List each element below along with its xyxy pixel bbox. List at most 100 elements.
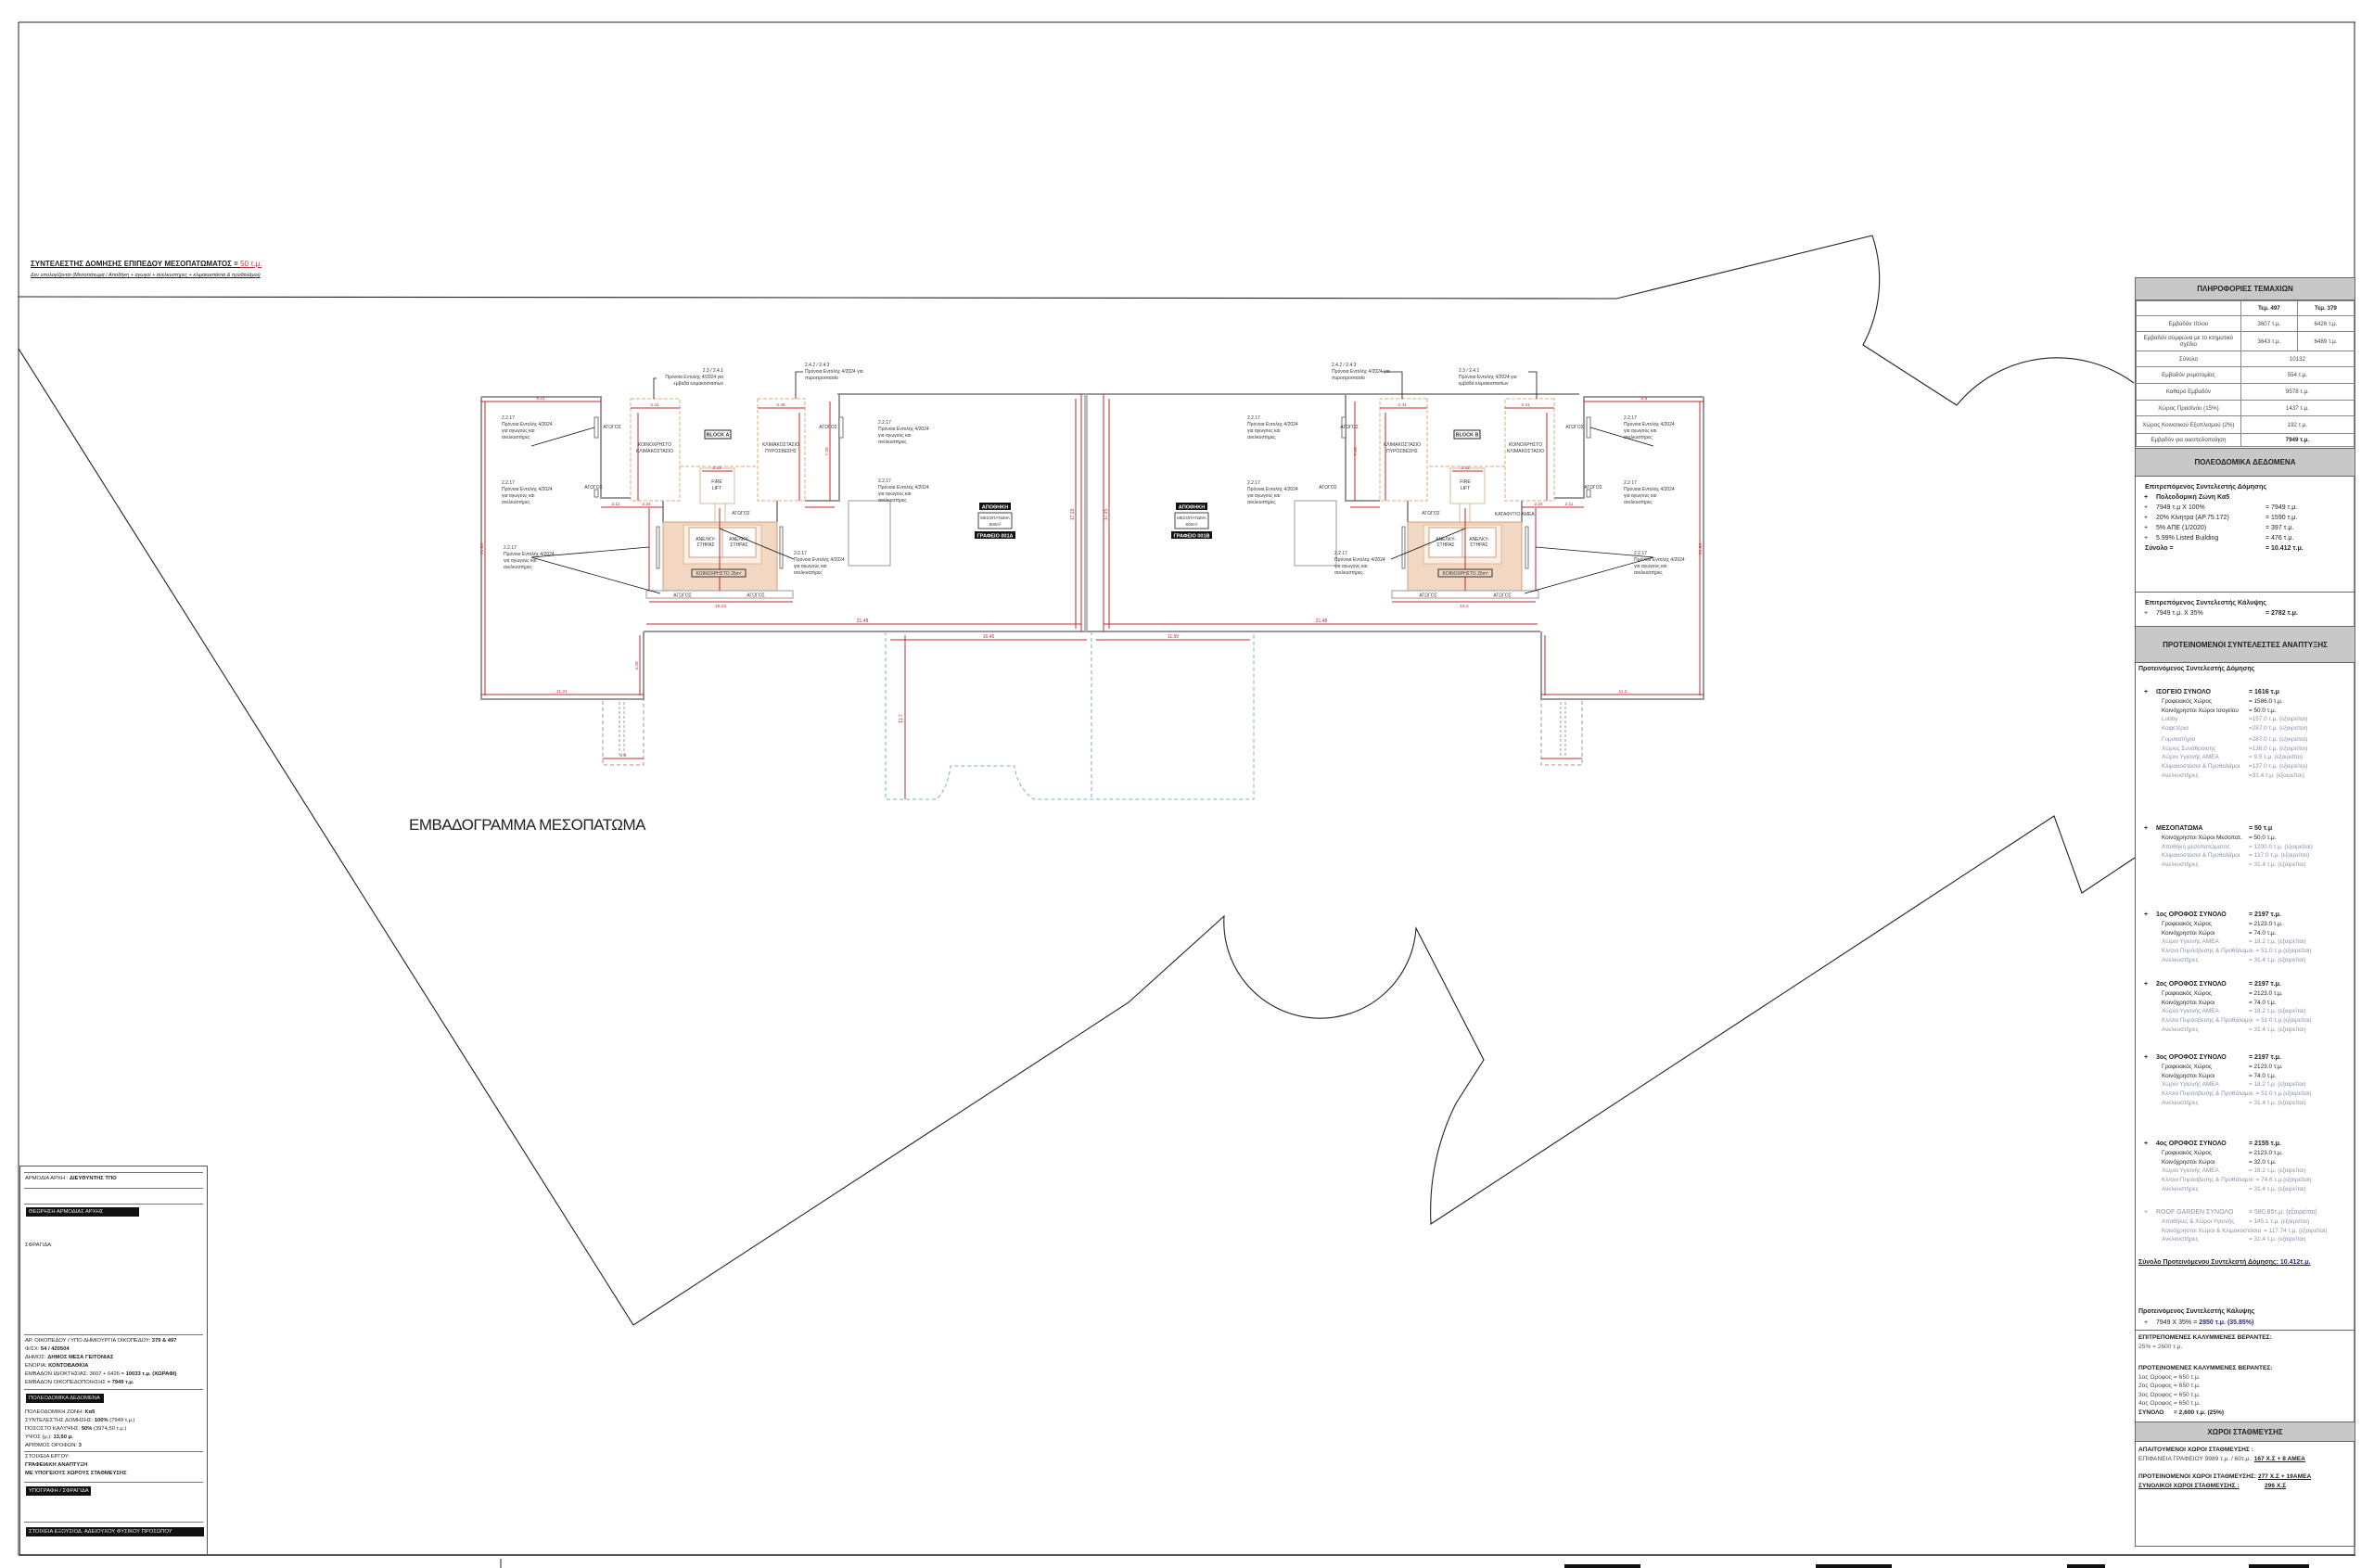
fire-lift-label: LIFT — [1461, 486, 1470, 491]
dimension-label: 4.25 — [634, 661, 640, 670]
area-item: Ανελκυστήρες= 31.4 τ.μ. (εξαιρείται) — [2136, 956, 2355, 965]
proposed-total: Σύνολο Προτεινόμενου Συντελεστή Δόμησης:… — [2136, 1259, 2355, 1266]
zoning-row: +20% Κίνητρα (ΑΡ.75.172)= 1590 τ.μ. — [2136, 513, 2355, 523]
group-title: 3ος ΟΡΟΦΟΣ ΣΥΝΟΛΟ — [2156, 1054, 2227, 1061]
area-item: Κλ/σιο Πυρόσβεσης & Προθάλαμοι= 51.0 τ.μ… — [2136, 1090, 2355, 1099]
mezzanine-label-a: ΜΕΣΟΠΑΤΩΜΑ — [980, 516, 1010, 520]
bullet-icon: + — [2143, 981, 2149, 988]
row-value: = 476 τ.μ. — [2266, 535, 2294, 542]
group-title: ΙΣΟΓΕΙΟ ΣΥΝΟΛΟ — [2156, 689, 2211, 695]
municipality-label: ΔΗΜΟΣ: — [25, 1355, 48, 1360]
annotation-text: για αγωγούς και — [878, 432, 911, 439]
duct-label: ΑΓΩΓΟΣ — [603, 425, 621, 430]
item-value: = 32.0 τ.μ. — [2249, 1158, 2277, 1166]
dimension-label: 2.11 — [1565, 502, 1574, 507]
area-item: Χώροι Υγιεινής ΑΜΕΑ= 9.5 τ.μ. (εξαιρείτα… — [2136, 753, 2355, 762]
duct-label: ΑΓΩΓΟΣ — [673, 593, 692, 599]
section-title: Προτεινόμενος Συντελεστής Κάλυψης — [2138, 1308, 2255, 1315]
item-label: Ανελκυστήρες — [2162, 1236, 2199, 1243]
annotation-text: για αγωγούς και — [504, 557, 536, 564]
zone-label: Πολεοδομική Ζώνη Κα5 — [2156, 494, 2230, 501]
item-value: = 2123.0 τ.μ. — [2249, 1150, 2283, 1156]
veranda-row: 3ος Οροφος= 650 τ.μ. — [2138, 1391, 2355, 1400]
area-item: Χώροι Υγιεινής ΑΜΕΑ= 18.2 τ.μ. (εξαιρείτ… — [2136, 937, 2355, 947]
annotation-text: πυροπροστασία — [1332, 376, 1365, 381]
area-item: Γραφειακός Χώρος= 2123.0 τ.μ. — [2136, 1063, 2355, 1072]
annotation-text: ανελκυστήρες — [1247, 434, 1276, 440]
annotation-text: για αγωγούς και — [1334, 563, 1367, 569]
owner-bar: ΣΤΟΙΧΕΙΑ ΕΞΟΥΣΙΟΔ. ΑΔΕΙΟΥΧΟΥ ΦΥΣΙΚΟΥ ΠΡΟ… — [26, 1527, 204, 1536]
item-value: = 1586.0 τ.μ. — [2249, 698, 2283, 705]
bullet-icon: + — [2143, 515, 2149, 521]
annotation-text: Πρόνοια Εντολής 4/2024 — [878, 484, 929, 491]
annotation-text: για αγωγούς και — [502, 427, 534, 434]
item-label: Γραφειακός Χώρος — [2162, 1064, 2213, 1070]
plot-label: ΑΡ. ΟΙΚΟΠΕΔΟΥ / ΥΠΟ ΔΗΜΙΟΥΡΓΙΑ ΟΙΚΟΠΕΔΟΥ… — [25, 1338, 152, 1344]
group-value: = 2197 τ.μ. — [2249, 1054, 2281, 1061]
row-label: 2ος Οροφος — [2138, 1383, 2173, 1389]
item-value: =137.0 τ.μ. (εξαιρείται) — [2249, 762, 2308, 770]
total-label: ΣΥΝΟΛΙΚΟΙ ΧΩΡΟΙ ΣΤΑΘΜΕΥΣΗΣ : — [2138, 1482, 2240, 1489]
item-label: Γυμναστήριο — [2162, 735, 2196, 743]
approval-bar: ΘΕΩΡΗΣΗ ΑΡΜΟΔΙΑΣ ΑΡΧΗΣ — [26, 1207, 139, 1217]
cell: 6489 τ.μ. — [2296, 331, 2355, 351]
item-label: Γραφειακός Χώρος — [2162, 990, 2213, 997]
total-value: = 2,600 τ.μ. (25%) — [2174, 1409, 2225, 1416]
mezzanine-coefficient-note: ΣΥΝΤΕΛΕΣΤΗΣ ΔΟΜΗΣΗΣ ΕΠΙΠΕΔΟΥ ΜΕΣΟΠΑΤΩΜΑΤ… — [31, 254, 262, 278]
bullet-icon: + — [2143, 504, 2149, 511]
mezzanine-area-b: 600m² — [1186, 522, 1198, 527]
item-label: Χώροι Υγιεινής ΑΜΕΑ — [2162, 1167, 2219, 1175]
sheet-value: 54 / 420504 — [40, 1346, 70, 1352]
veranda-row: 1ος Οροφος= 650 τ.μ. — [2138, 1373, 2355, 1383]
duct-label: ΑΓΩΓΟΣ — [747, 593, 765, 599]
req-value: 167 Χ.Σ + 8 ΑΜΕΑ — [2253, 1455, 2305, 1462]
footer-block — [1564, 1564, 1640, 1568]
dimension-label: 7.26 — [1353, 447, 1359, 456]
row-label: Χώρος Πρασίνου (15%) — [2136, 400, 2241, 416]
duct-label: ΑΓΩΓΟΣ — [1493, 593, 1512, 599]
item-label: Ανελκυστήρες — [2162, 1099, 2199, 1106]
total-label: Σύνολο = — [2145, 545, 2174, 552]
dimension-label: 21.83 — [1698, 543, 1704, 555]
lift-label: ΑΝΕΛΚΥ- — [729, 537, 749, 542]
cell: 1437 τ.μ. — [2240, 400, 2355, 416]
area-item: Κοινόχρηστοι Χώροι= 32.0 τ.μ. — [2136, 1158, 2355, 1167]
area-item: Lobby=157.0 τ.μ. (εξαιρείται) — [2136, 715, 2355, 724]
row-value: = 1590 τ.μ. — [2266, 515, 2298, 521]
item-label: Χώροι Υγιεινής ΑΜΕΑ — [2162, 938, 2219, 946]
area-item: Κοινόχρηστοι Χώροι= 74.0 τ.μ. — [2136, 929, 2355, 938]
annotation-text: ανελκυστήρες — [502, 434, 530, 440]
stair-label: ΠΥΡΟΣΒΕΣΗΣ — [1386, 449, 1418, 454]
duct-label: ΑΓΩΓΟΣ — [1565, 425, 1584, 430]
stair-label: ΚΛΙΜΑΚΟΣΤΑΣΙΟ — [762, 442, 799, 448]
area-item: Ανελκυστήρες=31.4 τ.μ. (εξαιρείται) — [2136, 771, 2355, 781]
area-item: Ανελκυστήρες= 31.4 τ.μ. (εξαιρείται) — [2136, 860, 2355, 870]
annotation-text: 2.2.17 — [1634, 551, 1647, 556]
verandas-section: ΕΠΙΤΡΕΠΟΜΕΝΕΣ ΚΑΛΥΜΜΕΝΕΣ ΒΕΡΑΝΤΕΣ: 25% =… — [2136, 1333, 2355, 1417]
cell: 10132 — [2240, 351, 2355, 367]
annotation-text: ανελκυστήρες — [502, 499, 530, 505]
annotation-text: 2.3 / 2.4.1 — [1459, 368, 1479, 374]
owned-area-label: ΕΜΒΑΔΟΝ ΙΔΙΟΚΤΗΣΙΑΣ: 3607 + 6426 = — [25, 1371, 126, 1377]
annotation-text: για αγωγούς και — [1247, 492, 1280, 499]
mezzanine-label-b: ΜΕΣΟΠΑΤΩΜΑ — [1177, 516, 1206, 520]
annotation-text: ανελκυστήρες — [1624, 434, 1653, 440]
item-label: Κλιμακοστάσια & Προθαλάμοι — [2162, 762, 2240, 770]
prop-value: 277 Χ.Σ + 19ΑΜΕΑ — [2257, 1473, 2312, 1480]
row-value: = 650 τ.μ. — [2174, 1383, 2201, 1389]
annotation-text: Πρόνοια Εντολής 4/2024 — [794, 556, 845, 563]
annotation-text: 2.2.17 — [1624, 415, 1637, 421]
item-value: = 31.4 τ.μ. (εξαιρείται) — [2249, 1236, 2306, 1243]
section-title: ΑΠΑΙΤΟΥΜΕΝΟΙ ΧΩΡΟΙ ΣΤΑΘΜΕΥΣΗΣ : — [2138, 1447, 2253, 1453]
title-block: ΑΡΜΟΔΙΑ ΑΡΧΗ : ΔΙΕΥΘΥΝΤΗΣ ΤΠΟ ΘΕΩΡΗΣΗ ΑΡ… — [19, 1166, 208, 1555]
bullet-icon: + — [2143, 1319, 2149, 1326]
item-label: Ανελκυστήρες — [2162, 1185, 2199, 1192]
item-label: Lobby — [2162, 716, 2178, 723]
far-extra: (7949 τ.μ.) — [108, 1418, 135, 1423]
annotation-text: 2.2.17 — [1247, 415, 1260, 421]
height-value: 13,50 μ. — [53, 1434, 73, 1440]
row-label: Χώρος Κοινοτικού Εξοπλισμού (2%) — [2136, 415, 2241, 434]
group-value: = 2197 τ.μ. — [2249, 911, 2281, 918]
